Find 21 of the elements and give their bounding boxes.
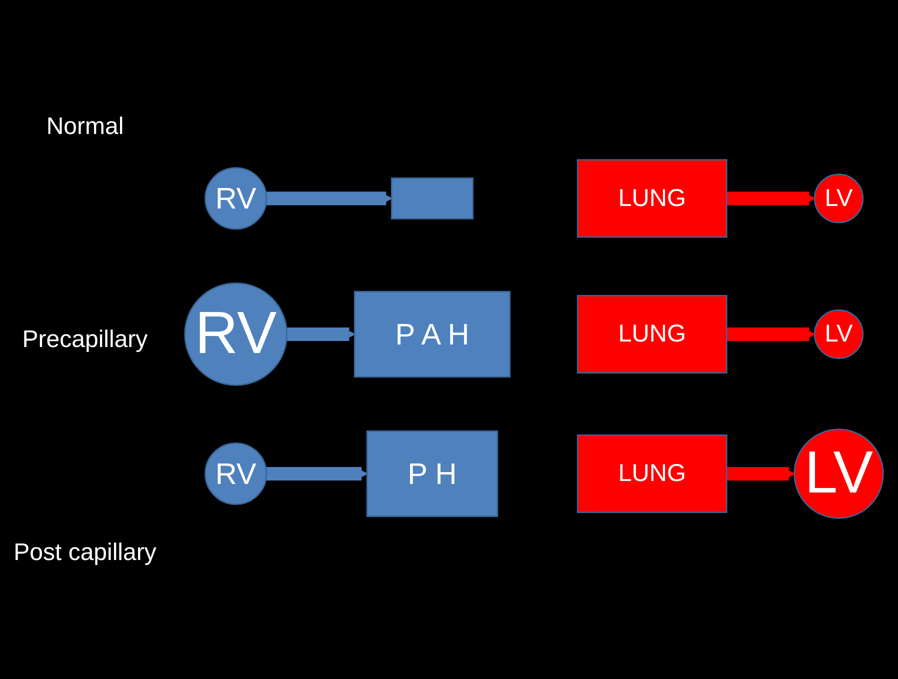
node-circle: RV [204,168,268,230]
node-circle: LV [814,310,864,360]
node-circle: RV [204,442,268,506]
node-box: P A H [354,291,511,378]
node-box: LUNG [576,295,728,374]
arrow [266,467,368,481]
arrow [726,192,816,206]
node-box: P H [366,430,498,518]
node-circle: RV [184,282,288,386]
arrow [286,328,356,342]
node-circle: LV [794,429,884,520]
arrow [726,328,816,342]
node-box: LUNG [576,160,728,238]
node-box: LUNG [576,434,728,514]
node-circle: LV [814,174,864,224]
row-heading: Normal [45,112,125,140]
arrow [726,467,795,481]
node-box [390,178,474,220]
row-heading: Post capillary [12,538,158,566]
row-heading: Precapillary [21,326,149,354]
arrow [266,192,392,206]
